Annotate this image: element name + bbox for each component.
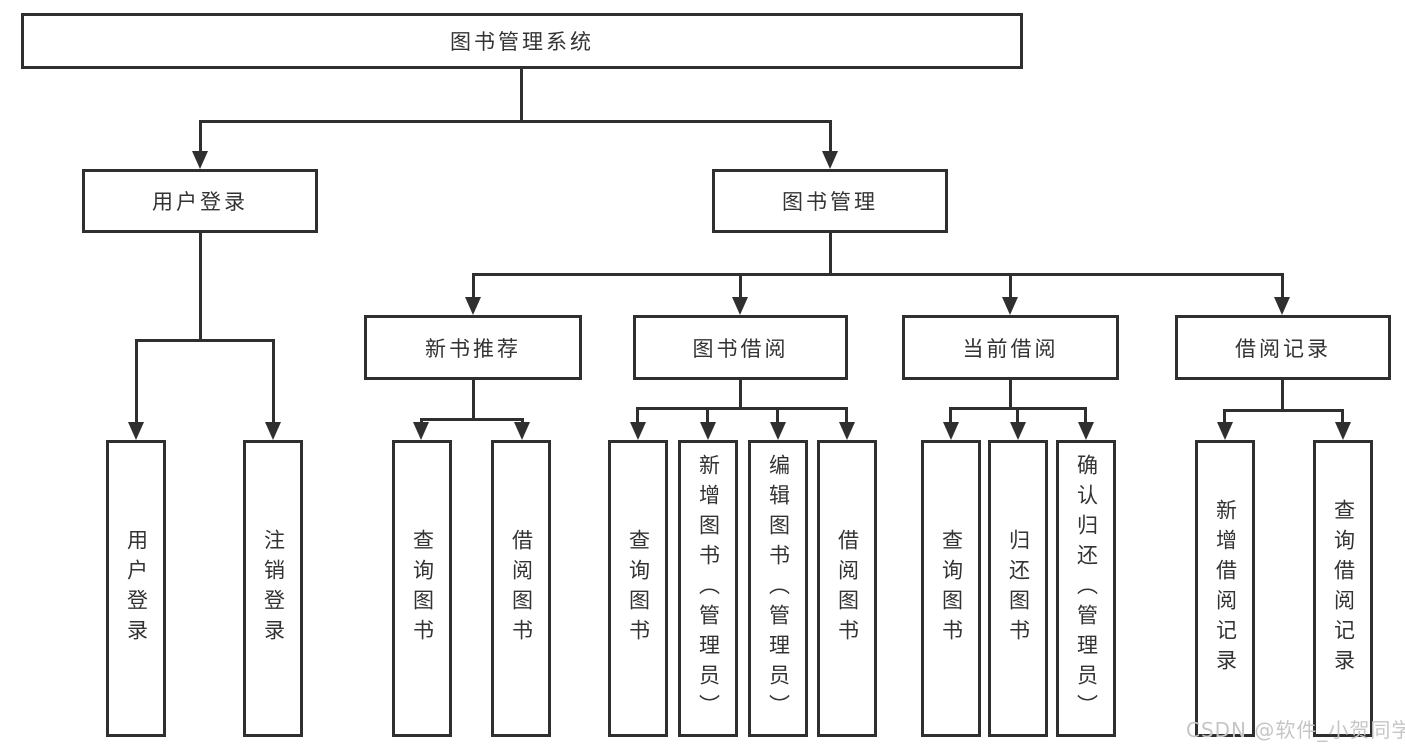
arrow-down-icon bbox=[732, 297, 748, 315]
node-book-management: 图书管理 bbox=[712, 169, 948, 233]
connector-line bbox=[1223, 409, 1344, 412]
node-label: 借阅记录 bbox=[1235, 336, 1331, 361]
leaf-label: 归还图书 bbox=[1006, 528, 1031, 649]
arrow-down-icon bbox=[1335, 422, 1351, 440]
arrow-down-icon bbox=[128, 422, 144, 440]
connector-line bbox=[472, 380, 475, 421]
node-new-book-recommend: 新书推荐 bbox=[364, 315, 582, 380]
connector-line bbox=[845, 407, 848, 424]
connector-line bbox=[1084, 407, 1087, 424]
leaf-label: 查询图书 bbox=[626, 528, 651, 649]
connector-line bbox=[1281, 273, 1284, 299]
leaf-logout: 注销登录 bbox=[243, 440, 303, 737]
connector-line bbox=[739, 380, 742, 410]
node-current-borrow: 当前借阅 bbox=[902, 315, 1119, 380]
connector-line bbox=[636, 407, 639, 424]
leaf-user-login: 用户登录 bbox=[106, 440, 166, 737]
connector-line bbox=[420, 418, 524, 421]
connector-line bbox=[1341, 409, 1344, 424]
node-label: 图书管理 bbox=[782, 190, 878, 214]
connector-line bbox=[636, 407, 848, 410]
arrow-down-icon bbox=[1078, 422, 1094, 440]
connector-line bbox=[199, 120, 202, 153]
leaf-confirm-return-admin: 确认归还（管理员） bbox=[1056, 440, 1116, 737]
leaf-label: 确认归还（管理员） bbox=[1074, 453, 1099, 724]
node-root-library-system: 图书管理系统 bbox=[21, 13, 1023, 69]
connector-line bbox=[1009, 380, 1012, 410]
connector-line bbox=[949, 407, 952, 424]
connector-line bbox=[1223, 409, 1226, 424]
arrow-down-icon bbox=[192, 151, 208, 169]
connector-line bbox=[520, 69, 523, 122]
arrow-down-icon bbox=[1002, 297, 1018, 315]
node-label: 当前借阅 bbox=[962, 336, 1059, 361]
arrow-down-icon bbox=[514, 422, 530, 440]
leaf-label: 查询借阅记录 bbox=[1331, 498, 1356, 679]
connector-line bbox=[199, 120, 832, 123]
connector-line bbox=[776, 407, 779, 424]
leaf-label: 用户登录 bbox=[124, 528, 149, 649]
node-label: 新书推荐 bbox=[425, 336, 521, 361]
node-borrow-records: 借阅记录 bbox=[1175, 315, 1391, 380]
leaf-borrow-books-recommend: 借阅图书 bbox=[491, 440, 551, 737]
connector-line bbox=[135, 339, 138, 424]
connector-line bbox=[739, 273, 742, 299]
leaf-return-books: 归还图书 bbox=[988, 440, 1048, 737]
leaf-query-books-recommend: 查询图书 bbox=[392, 440, 452, 737]
arrow-down-icon bbox=[265, 422, 281, 440]
leaf-label: 查询图书 bbox=[939, 528, 964, 649]
leaf-query-borrow-record: 查询借阅记录 bbox=[1313, 440, 1373, 737]
leaf-label: 借阅图书 bbox=[835, 528, 860, 649]
leaf-edit-books-admin: 编辑图书（管理员） bbox=[748, 440, 808, 737]
connector-line bbox=[472, 273, 1284, 276]
node-label: 用户登录 bbox=[152, 190, 248, 214]
arrow-down-icon bbox=[630, 422, 646, 440]
leaf-label: 注销登录 bbox=[261, 528, 286, 649]
arrow-down-icon bbox=[839, 422, 855, 440]
arrow-down-icon bbox=[413, 422, 429, 440]
leaf-label: 查询图书 bbox=[410, 528, 435, 649]
leaf-label: 编辑图书（管理员） bbox=[766, 453, 791, 724]
connector-line bbox=[472, 273, 475, 299]
connector-line bbox=[135, 339, 275, 342]
arrow-down-icon bbox=[943, 422, 959, 440]
node-label: 图书管理系统 bbox=[450, 30, 594, 54]
leaf-add-borrow-record: 新增借阅记录 bbox=[1195, 440, 1255, 737]
leaf-label: 新增借阅记录 bbox=[1213, 498, 1238, 679]
arrow-down-icon bbox=[465, 297, 481, 315]
connector-line bbox=[1016, 407, 1019, 424]
connector-line bbox=[272, 339, 275, 424]
connector-line bbox=[706, 407, 709, 424]
connector-line bbox=[1009, 273, 1012, 299]
csdn-watermark: CSDN @软件_小贺同学 bbox=[1186, 718, 1405, 742]
connector-line bbox=[829, 233, 832, 276]
arrow-down-icon bbox=[770, 422, 786, 440]
connector-line bbox=[199, 233, 202, 342]
arrow-down-icon bbox=[822, 151, 838, 169]
node-book-borrow: 图书借阅 bbox=[633, 315, 848, 380]
connector-line bbox=[1281, 380, 1284, 412]
arrow-down-icon bbox=[1010, 422, 1026, 440]
leaf-add-books-admin: 新增图书（管理员） bbox=[678, 440, 738, 737]
node-user-login: 用户登录 bbox=[82, 169, 318, 233]
arrow-down-icon bbox=[1217, 422, 1233, 440]
leaf-query-books-current: 查询图书 bbox=[921, 440, 981, 737]
leaf-query-books-borrow: 查询图书 bbox=[608, 440, 668, 737]
leaf-label: 新增图书（管理员） bbox=[696, 453, 721, 724]
leaf-borrow-books: 借阅图书 bbox=[817, 440, 877, 737]
arrow-down-icon bbox=[700, 422, 716, 440]
node-label: 图书借阅 bbox=[692, 336, 789, 361]
leaf-label: 借阅图书 bbox=[509, 528, 534, 649]
connector-line bbox=[829, 120, 832, 153]
arrow-down-icon bbox=[1274, 297, 1290, 315]
